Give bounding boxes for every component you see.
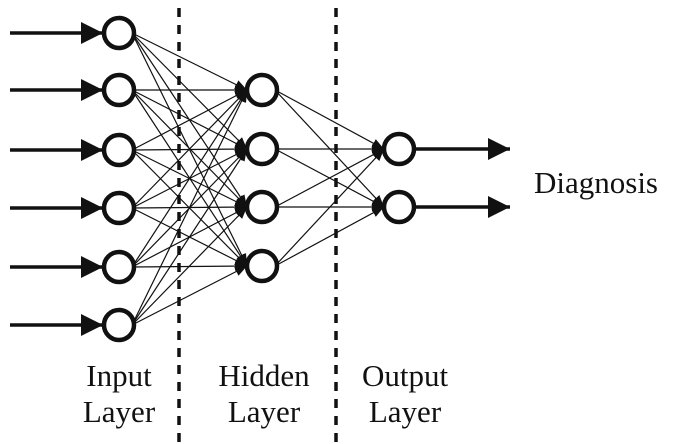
connection-input-hidden — [131, 89, 248, 151]
output-neuron — [381, 131, 417, 167]
diagnosis-label: Diagnosis — [534, 165, 658, 200]
hidden-neuron — [244, 131, 280, 167]
connection-input-hidden — [131, 148, 248, 326]
input-neuron — [101, 190, 137, 226]
connection-input-hidden — [131, 32, 248, 91]
connection-input-hidden — [131, 89, 248, 326]
input-neuron — [101, 72, 137, 108]
input-layer-label-line2: Layer — [83, 394, 156, 429]
hidden-neuron — [244, 189, 280, 225]
connection-hidden-output — [274, 148, 385, 208]
hidden-layer-label-line2: Layer — [228, 394, 301, 429]
connections — [131, 32, 385, 326]
input-arrows — [10, 22, 103, 336]
connection-hidden-output — [274, 89, 385, 150]
hidden-neuron — [244, 72, 280, 108]
connection-hidden-output — [274, 148, 385, 267]
connection-input-hidden — [131, 89, 248, 268]
connection-input-hidden — [131, 206, 248, 326]
input-neuron — [101, 249, 137, 285]
output-layer-label-line2: Layer — [369, 394, 442, 429]
input-layer-label-line1: Input — [86, 358, 152, 393]
hidden-layer-label-line1: Hidden — [218, 358, 310, 393]
output-neuron — [381, 189, 417, 225]
connection-input-hidden — [131, 265, 248, 326]
input-neuron — [101, 307, 137, 343]
input-neuron — [101, 15, 137, 51]
neurons — [101, 15, 417, 343]
output-layer-label-line1: Output — [362, 358, 449, 393]
output-arrows — [415, 138, 510, 218]
hidden-neuron — [244, 248, 280, 284]
input-neuron — [101, 132, 137, 168]
connection-hidden-output — [274, 206, 385, 267]
connection-input-hidden — [131, 32, 248, 150]
connection-input-hidden — [131, 89, 248, 209]
